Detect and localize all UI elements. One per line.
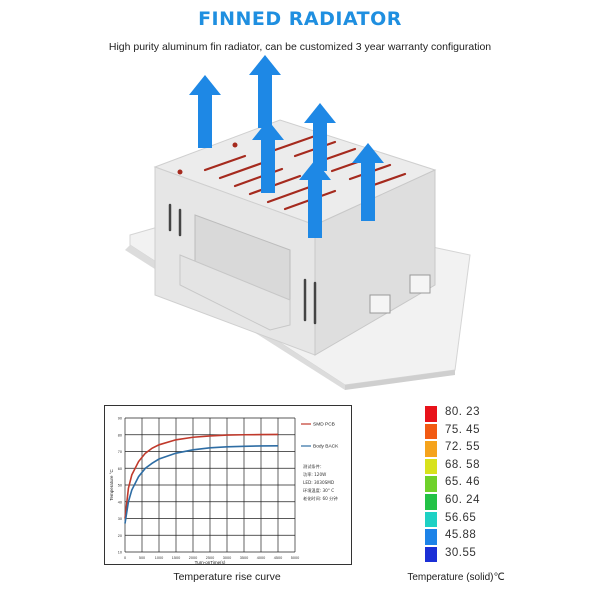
scale-value-label: 60. 24: [445, 494, 480, 506]
page-subtitle: High purity aluminum fin radiator, can b…: [108, 41, 492, 53]
scale-color-swatch: [424, 440, 438, 458]
temperature-scale-caption: Temperature (solid)℃: [407, 572, 505, 583]
test-condition-note: 环境温度: 30° C: [303, 487, 334, 494]
x-tick-label: 3000: [223, 556, 231, 560]
x-tick-label: 2000: [189, 556, 197, 560]
scale-color-swatch: [424, 422, 438, 441]
y-tick-label: 40: [118, 500, 122, 504]
y-tick-label: 70: [118, 450, 122, 454]
side-vent-slots: [168, 203, 317, 325]
screw-icon: [232, 142, 238, 148]
y-tick-label: 30: [118, 517, 122, 521]
scale-value-label: 45.88: [445, 529, 477, 542]
page-title: FINNED RADIATOR: [198, 8, 402, 30]
connector: [409, 274, 431, 294]
scale-color-swatch: [424, 493, 438, 511]
scale-color-swatch: [424, 545, 438, 564]
y-tick-label: 50: [118, 484, 122, 488]
finned-radiator-illustration: [125, 55, 471, 390]
scale-color-swatch: [424, 528, 438, 546]
x-tick-label: 1000: [155, 556, 163, 560]
y-tick-label: 20: [118, 534, 122, 538]
series-line: [124, 445, 279, 524]
legend-label: Body BACK: [313, 444, 339, 450]
test-condition-note: 测试条件：: [303, 463, 324, 470]
scale-color-swatch: [424, 457, 438, 476]
connector: [369, 294, 391, 314]
x-tick-label: 500: [139, 556, 145, 560]
test-condition-note: 老化时间: 60 分钟: [303, 495, 338, 502]
scale-value-label: 65. 46: [445, 476, 480, 489]
airflow-arrows: [189, 55, 384, 238]
scale-value-label: 56.65: [445, 511, 477, 524]
y-axis-label: Temperature °C: [109, 468, 114, 500]
scale-value-label: 72. 55: [445, 441, 480, 454]
scale-value-label: 68. 58: [445, 458, 480, 471]
test-condition-note: LED: 3030SMD: [303, 480, 334, 485]
chart-caption: Temperature rise curve: [173, 571, 281, 583]
y-tick-label: 90: [118, 417, 122, 421]
scale-color-swatch: [424, 405, 438, 423]
y-tick-label: 80: [118, 433, 122, 437]
scale-value-label: 30.55: [445, 546, 477, 559]
x-tick-label: 5000: [291, 556, 299, 560]
x-axis-label: Turn-onTime(s): [195, 560, 226, 564]
screw-icon: [177, 169, 183, 175]
legend-label: SMD PCB: [313, 422, 335, 428]
x-tick-label: 4000: [257, 556, 265, 560]
temperature-rise-chart: 0 500 1000 1500 2000 2500 3000 3500 4000 4500 5000…: [109, 417, 339, 566]
scale-color-swatch: [424, 510, 438, 529]
scale-value-label: 75. 45: [445, 423, 480, 436]
scale-color-swatch: [424, 475, 438, 493]
series-line: [124, 433, 279, 519]
y-tick-label: 10: [118, 551, 122, 555]
x-tick-label: 0: [124, 556, 126, 560]
x-tick-label: 3500: [240, 556, 248, 560]
x-tick-label: 4500: [274, 556, 282, 560]
x-tick-label: 2500: [206, 556, 214, 560]
x-tick-label: 1500: [172, 556, 180, 560]
test-condition-note: 功率: 120W: [303, 471, 326, 478]
y-tick-label: 60: [118, 467, 122, 471]
temperature-chart-frame: 0 500 1000 1500 2000 2500 3000 3500 4000 4500 5000…: [104, 405, 352, 565]
temperature-scale: 80. 23 75. 45 72. 55 68. 58 65. 46 60. 24 56.6…: [424, 405, 514, 565]
scale-value-label: 80. 23: [445, 406, 480, 418]
